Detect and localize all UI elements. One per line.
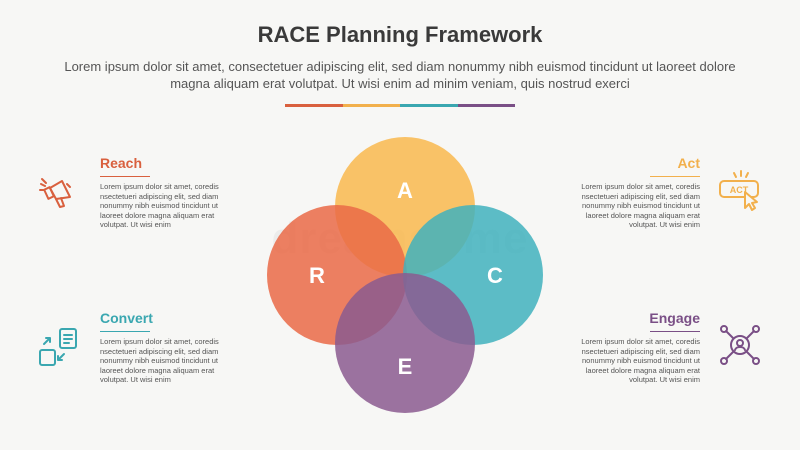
act-title: Act <box>677 155 700 171</box>
circle-engage <box>335 273 475 413</box>
convert-rule <box>100 331 150 332</box>
act-click-icon: ACT <box>718 168 762 212</box>
act-block: Act Lorem ipsum dolor sit amet, coredis … <box>560 155 700 230</box>
convert-icon <box>36 326 80 370</box>
race-diagram: A R C E <box>267 137 543 413</box>
page-subtitle: Lorem ipsum dolor sit amet, consectetuer… <box>64 59 736 91</box>
act-text: Lorem ipsum dolor sit amet, coredis nsec… <box>581 182 700 230</box>
divider-segment <box>400 104 458 107</box>
reach-title: Reach <box>100 155 143 171</box>
act-badge-text: ACT <box>730 185 749 195</box>
convert-title: Convert <box>100 310 153 326</box>
reach-rule <box>100 176 150 177</box>
engage-text: Lorem ipsum dolor sit amet, coredis nsec… <box>581 337 700 385</box>
reach-block: Reach Lorem ipsum dolor sit amet, coredi… <box>100 155 240 230</box>
engage-rule <box>650 331 700 332</box>
convert-text: Lorem ipsum dolor sit amet, coredis nsec… <box>100 337 219 385</box>
circle-engage-letter: E <box>398 354 413 379</box>
reach-text: Lorem ipsum dolor sit amet, coredis nsec… <box>100 182 219 230</box>
act-rule <box>650 176 700 177</box>
circle-act-letter: A <box>397 178 413 203</box>
circle-reach-letter: R <box>309 263 325 288</box>
color-divider <box>285 104 515 107</box>
divider-segment <box>457 104 515 107</box>
engage-block: Engage Lorem ipsum dolor sit amet, cored… <box>560 310 700 385</box>
convert-block: Convert Lorem ipsum dolor sit amet, core… <box>100 310 240 385</box>
network-user-icon <box>718 323 762 367</box>
page-title: RACE Planning Framework <box>257 22 543 47</box>
divider-segment <box>285 104 343 107</box>
circle-convert-letter: C <box>487 263 503 288</box>
divider-segment <box>342 104 400 107</box>
engage-title: Engage <box>649 310 700 326</box>
megaphone-icon <box>36 171 80 215</box>
